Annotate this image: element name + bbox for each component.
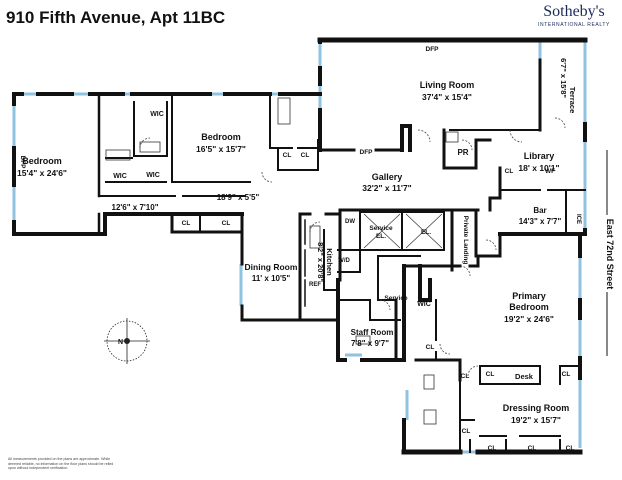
closet-label: CL	[283, 152, 292, 159]
washer-dryer-label: W/D	[338, 258, 350, 264]
brand-logo: Sotheby's INTERNATIONAL REALTY	[530, 3, 618, 29]
tub-fixture	[105, 149, 131, 161]
gallery-label: Gallery	[372, 172, 403, 182]
sink-fixture	[423, 409, 437, 425]
brand-subtitle: INTERNATIONAL REALTY	[538, 22, 610, 28]
closet-label: CL	[505, 168, 514, 175]
bedroom-west-dims: 15'4" x 24'6"	[17, 168, 67, 178]
dfp-label: DFP	[426, 46, 440, 53]
toilet-fixture	[423, 374, 435, 390]
elevator-label: EL.	[421, 229, 431, 236]
dfp-label: DFP	[19, 156, 26, 170]
living-room-label: Living Room	[420, 80, 475, 90]
door-arc	[467, 365, 479, 377]
walls	[12, 37, 588, 455]
primary-bedroom-dims: 19'2" x 24'6"	[504, 314, 554, 324]
closet-label: CL	[222, 220, 231, 227]
primary-bedroom-label-2: Bedroom	[509, 302, 549, 312]
staff-room-label: Staff Room	[351, 328, 394, 337]
tub-fixture	[277, 97, 291, 125]
closet-label: CL	[562, 371, 571, 378]
door-arc	[139, 137, 151, 149]
terrace-dims: 6'7" x 15'8"	[559, 58, 568, 98]
wine-fridge-label: WF	[545, 168, 555, 175]
compass-icon: N	[104, 318, 150, 364]
vanity-fixture	[139, 141, 161, 153]
dressing-room-label: Dressing Room	[503, 403, 570, 413]
service-elevator-label-1: Service	[369, 225, 393, 232]
page-title: 910 Fifth Avenue, Apt 11BC	[6, 8, 226, 27]
street-label: East 72nd Street	[605, 219, 615, 290]
dressing-room-dims: 19'2" x 15'7"	[511, 415, 561, 425]
door-arc	[461, 139, 473, 151]
door-arc	[439, 343, 451, 355]
windows	[12, 40, 587, 454]
staff-room-dims: 7'8" x 9'7"	[351, 339, 389, 348]
disclaimer: All measurements provided on the plans a…	[8, 457, 114, 471]
closet-label: CL	[426, 344, 435, 351]
dining-room-label: Dining Room	[245, 262, 298, 272]
refrigerator-label: REF	[309, 282, 321, 288]
terrace-label: Terrace	[568, 87, 577, 114]
wic-label: WIC	[146, 172, 160, 179]
door-arc	[554, 117, 566, 129]
wic-label: WIC	[150, 111, 164, 118]
closet-label: CL	[488, 445, 497, 452]
door-arc	[485, 239, 497, 251]
elevator-cross	[363, 213, 401, 249]
stove-fixture	[309, 225, 321, 249]
sink-fixture	[445, 131, 459, 143]
dishwasher-label: DW	[345, 219, 355, 225]
wic-label: WIC	[417, 301, 431, 308]
compass-north-label: N	[118, 339, 123, 346]
door-arc	[379, 299, 391, 311]
kitchen-label: Kitchen	[325, 248, 334, 276]
service-elevator-label-2: EL.	[376, 233, 386, 240]
door-arc	[459, 265, 471, 277]
wic-label: WIC	[113, 173, 127, 180]
door-arc	[309, 221, 321, 233]
door-arc	[261, 171, 273, 183]
gallery-dims: 32'2" x 11'7"	[362, 183, 411, 193]
hall-b-dims: 18'9" x 5'5"	[217, 193, 260, 202]
closet-label: CL	[528, 445, 537, 452]
closet-label: CL	[182, 220, 191, 227]
header: 910 Fifth Avenue, Apt 11BC Sotheby's INT…	[0, 0, 622, 34]
powder-room-label: PR	[457, 148, 468, 157]
closet-label: CL	[462, 428, 471, 435]
door-arc	[509, 129, 523, 143]
desk-label: Desk	[515, 372, 534, 381]
bedroom-north-dims: 16'5" x 15'7"	[196, 144, 246, 154]
closet-label: CL	[566, 445, 575, 452]
elevators	[363, 213, 443, 249]
dfp-label: DFP	[360, 149, 374, 156]
bedroom-north-label: Bedroom	[201, 132, 241, 142]
bedroom-west-label: Bedroom	[22, 156, 62, 166]
library-dims: 18' x 10'1"	[518, 163, 559, 173]
closet-label: CL	[486, 371, 495, 378]
bar-dims: 14'3" x 7'7"	[519, 217, 562, 226]
small-labels: WIC WIC WIC WIC CL CL CL CL CL CL CL CL …	[19, 46, 581, 452]
elevator-cross	[405, 213, 443, 249]
kitchen-dims: 8'2" x 20'8"	[316, 242, 325, 282]
library-label: Library	[524, 151, 555, 161]
living-room-dims: 37'4" x 15'4"	[422, 92, 472, 102]
ice-label: ICE	[575, 214, 581, 224]
closet-label: CL	[301, 152, 310, 159]
hall-a-dims: 12'6" x 7'10"	[112, 203, 159, 212]
bed-fixture	[355, 335, 371, 345]
service-label: Service	[384, 295, 408, 302]
primary-bedroom-label-1: Primary	[512, 291, 546, 301]
private-landing-label: Private Landing	[462, 216, 469, 265]
fixtures	[105, 97, 459, 425]
brand-name: Sotheby's	[543, 3, 605, 20]
door-arc	[417, 129, 431, 143]
bar-label: Bar	[533, 206, 546, 215]
closet-label: CL	[461, 373, 470, 380]
dining-room-dims: 11' x 10'5"	[252, 274, 291, 283]
